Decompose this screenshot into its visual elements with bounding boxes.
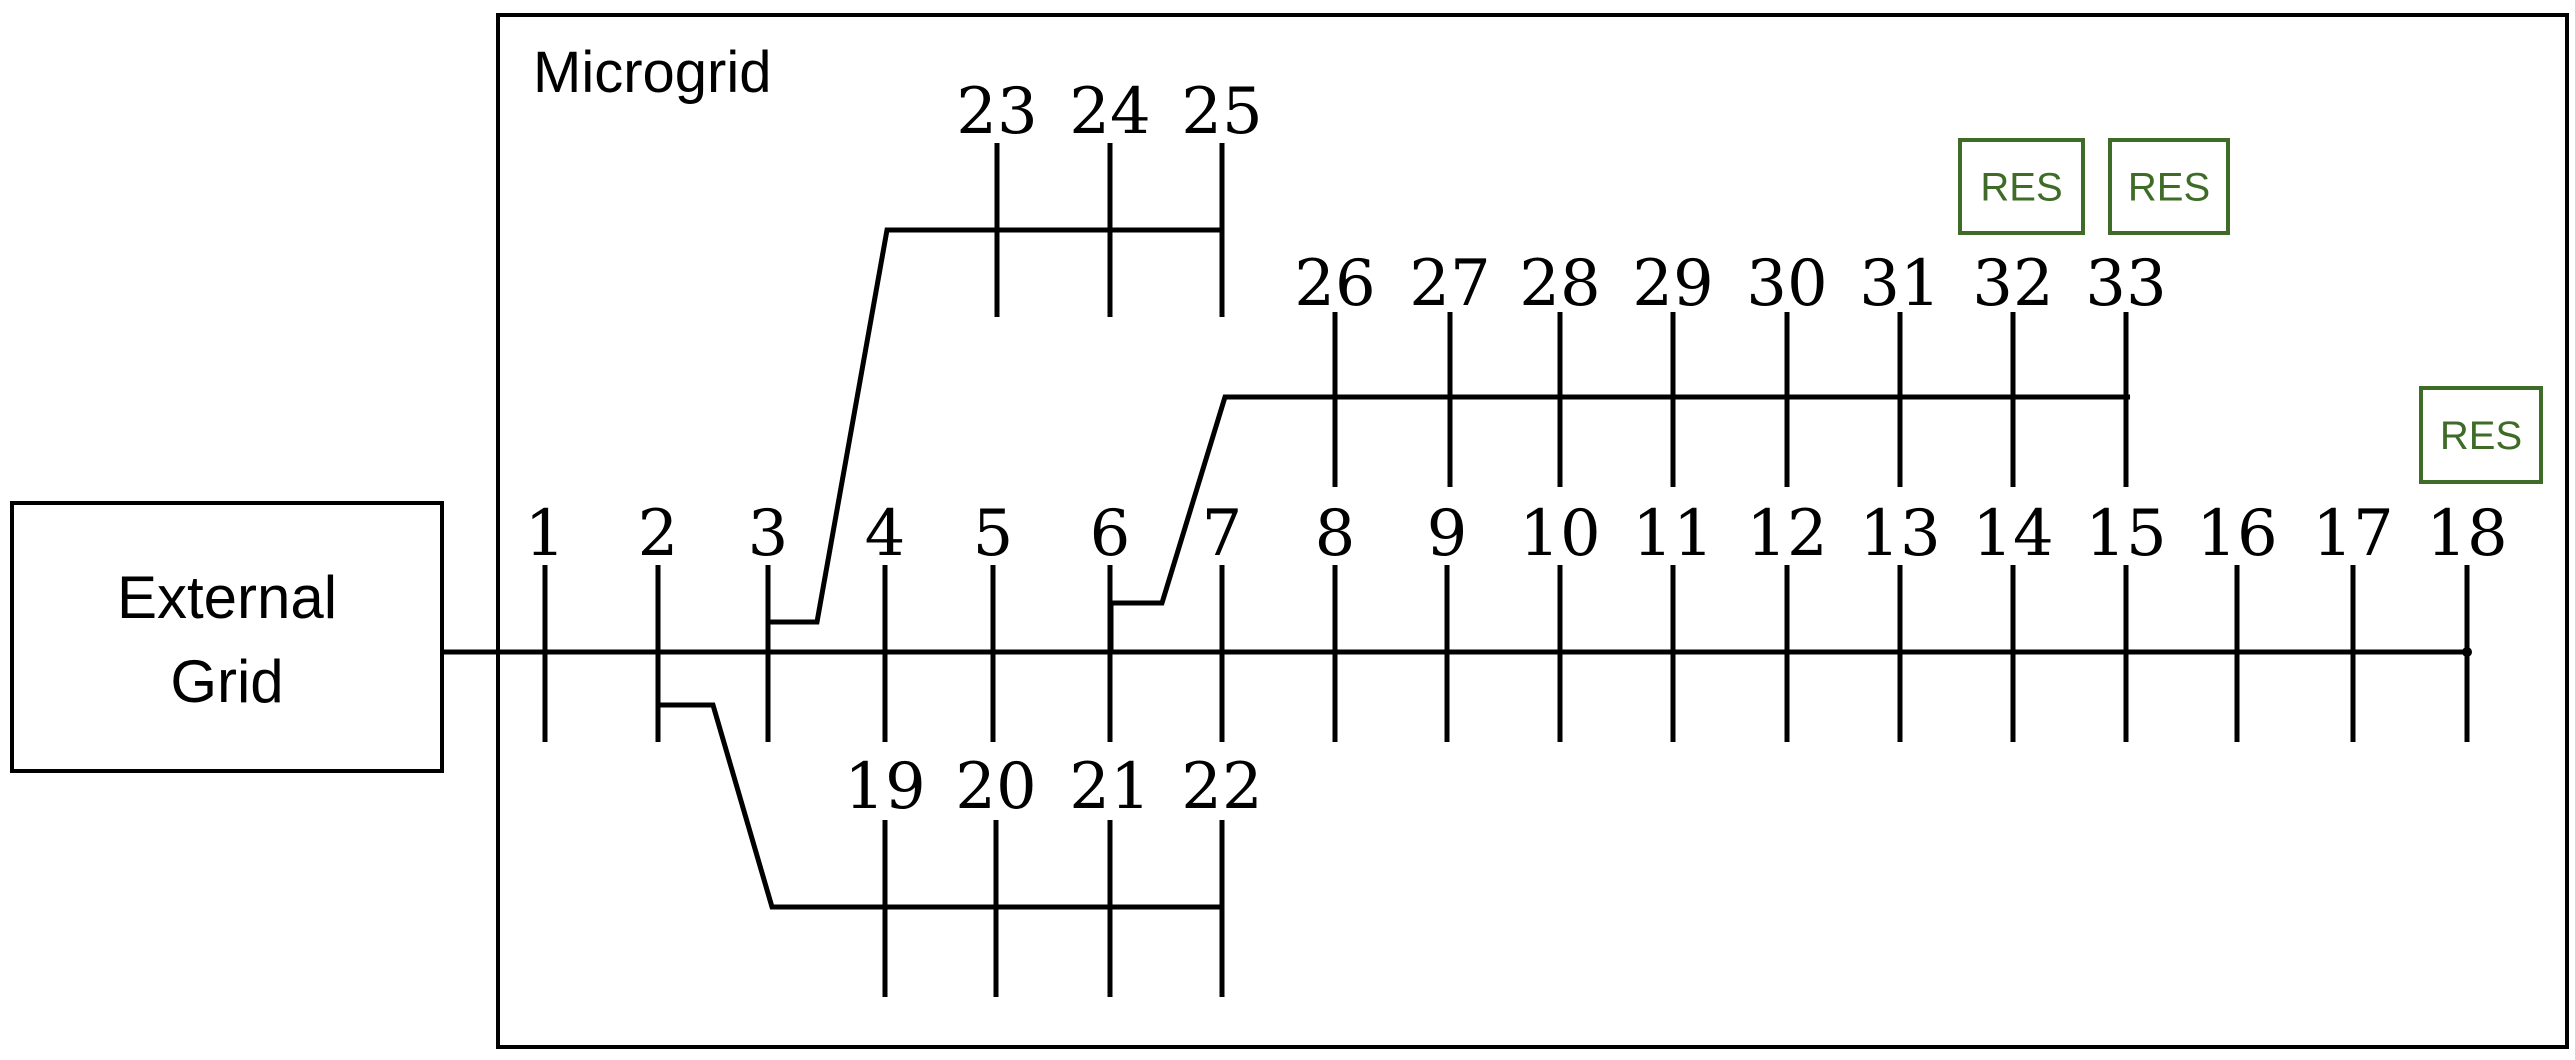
bus-2-label: 2: [638, 497, 679, 571]
res-units: RES RES RES: [1958, 138, 2543, 484]
bus-15-label: 15: [2085, 497, 2166, 571]
bus-33-label: 33: [2085, 247, 2166, 321]
bus-10-label: 10: [1519, 497, 1600, 571]
external-grid-label-line1: External: [117, 564, 337, 631]
res-unit-bus-32: [1958, 138, 2085, 235]
bus-14-label: 14: [1972, 497, 2053, 571]
bus-3-label: 3: [748, 497, 789, 571]
bus-17-label: 17: [2312, 497, 2393, 571]
bus-9-label: 9: [1427, 497, 1468, 571]
res-label-bus-32: RES: [1980, 166, 2062, 210]
bus-5-label: 5: [973, 497, 1014, 571]
bus-19-label: 19: [844, 750, 925, 824]
res-label-bus-18: RES: [2440, 414, 2522, 458]
bus-16-label: 16: [2196, 497, 2277, 571]
bus-29-label: 29: [1632, 247, 1713, 321]
bus-23-label: 23: [956, 75, 1037, 149]
bus-22-label: 22: [1181, 750, 1262, 824]
bus-4-label: 4: [865, 497, 906, 571]
res-label-bus-33: RES: [2128, 166, 2210, 210]
bus-30-label: 30: [1746, 247, 1827, 321]
res-unit-bus-18: [2419, 386, 2543, 484]
bus-ticks: [542, 143, 2470, 997]
external-grid-label-line2: Grid: [170, 648, 283, 715]
bus-21-label: 21: [1069, 750, 1150, 824]
bus-18-label: 18: [2426, 497, 2507, 571]
bus-8-label: 8: [1315, 497, 1356, 571]
bus-31-label: 31: [1859, 247, 1940, 321]
external-grid-box: [10, 501, 444, 773]
bus-7-label: 7: [1202, 497, 1243, 571]
bus-20-label: 20: [955, 750, 1036, 824]
bus-27-label: 27: [1409, 247, 1490, 321]
bus-12-label: 12: [1746, 497, 1827, 571]
bus-6-label: 6: [1090, 497, 1131, 571]
bus-32-label: 32: [1972, 247, 2053, 321]
bus-25-label: 25: [1181, 75, 1262, 149]
bus-11-label: 11: [1632, 497, 1713, 571]
bus-28-label: 28: [1519, 247, 1600, 321]
bus-13-label: 13: [1859, 497, 1940, 571]
res-unit-bus-33: [2108, 138, 2230, 235]
microgrid-title: Microgrid: [533, 40, 772, 105]
bus-1-label: 1: [525, 497, 566, 571]
bus-24-label: 24: [1069, 75, 1150, 149]
bus-26-label: 26: [1294, 247, 1375, 321]
